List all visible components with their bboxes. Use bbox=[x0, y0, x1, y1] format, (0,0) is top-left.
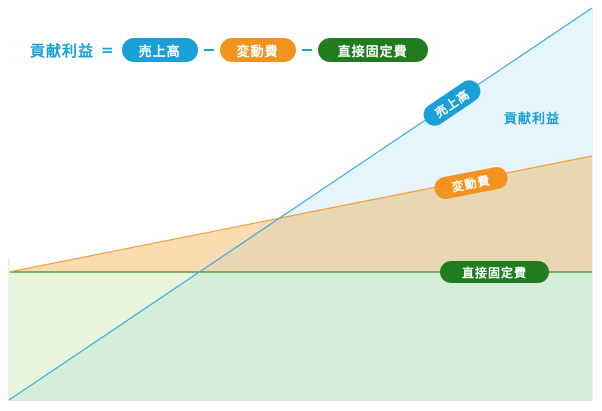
contribution-margin-label: 貢献利益 bbox=[504, 112, 561, 127]
minus-icon bbox=[203, 49, 214, 51]
fixed-cost-area bbox=[9, 272, 592, 400]
fixed-cost-line-label: 直接固定費 bbox=[440, 261, 549, 283]
formula-title: 貢献利益 bbox=[30, 41, 95, 60]
minus-icon bbox=[301, 49, 312, 51]
sales-line bbox=[8, 7, 593, 401]
formula: 貢献利益 = 売上高 変動費 直接固定費 bbox=[30, 38, 428, 62]
formula-term-fixed-cost: 直接固定費 bbox=[317, 38, 428, 62]
formula-term-variable-cost: 変動費 bbox=[219, 38, 296, 62]
formula-term-sales: 売上高 bbox=[121, 38, 198, 62]
equals-sign: = bbox=[101, 41, 114, 59]
